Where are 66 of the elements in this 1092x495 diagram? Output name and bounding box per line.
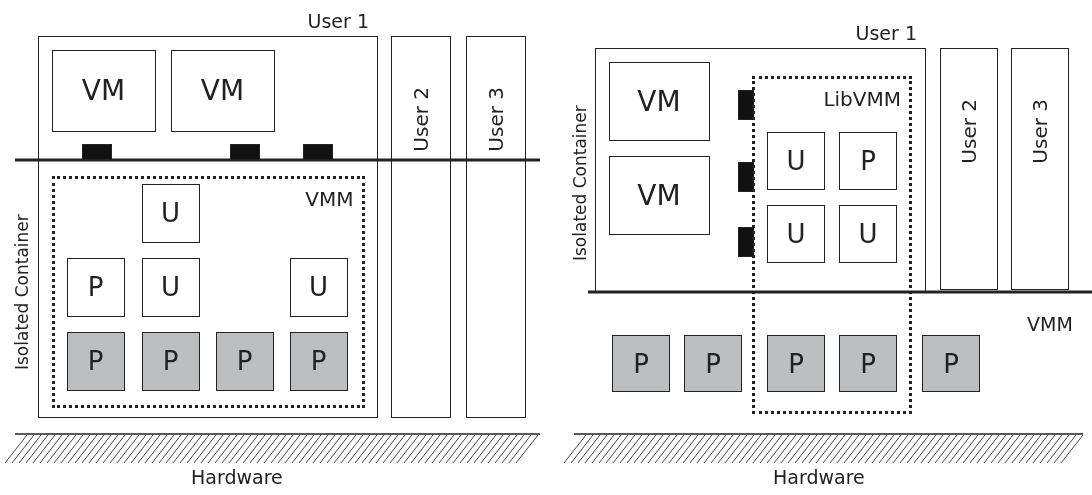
- port-bar: [229, 143, 260, 160]
- process-box: [289, 331, 348, 391]
- vm-label: VM: [81, 74, 126, 107]
- process-box: [141, 183, 200, 243]
- process-box: [767, 335, 825, 392]
- unit-label: P: [788, 348, 804, 379]
- vm-box: [608, 61, 710, 141]
- box-heading: User 1: [855, 22, 917, 44]
- box-heading: User 1: [307, 10, 369, 32]
- vm-label: VM: [637, 84, 681, 118]
- ground-label: Hardware: [191, 466, 283, 488]
- user-label: User 2: [957, 99, 981, 164]
- unit-label: U: [309, 272, 328, 302]
- user-label: User 3: [484, 87, 508, 152]
- process-box: [289, 257, 348, 317]
- process-box: [922, 335, 980, 392]
- port-bar: [737, 89, 754, 120]
- layer-label: VMM: [1027, 313, 1073, 335]
- vm-box: [608, 155, 710, 235]
- process-box: [839, 335, 897, 392]
- unit-label: U: [786, 219, 806, 249]
- region-label: LibVMM: [823, 87, 901, 111]
- process-box: [141, 331, 200, 391]
- user-column: [1011, 48, 1069, 290]
- unit-label: P: [633, 348, 649, 379]
- port-bar: [302, 143, 333, 160]
- unit-label: P: [860, 348, 876, 379]
- process-box: [684, 335, 742, 392]
- port-bar: [737, 161, 754, 192]
- port-bar: [737, 226, 754, 257]
- vm-box: [51, 49, 156, 132]
- unit-label: U: [858, 219, 878, 249]
- unit-label: U: [786, 146, 806, 176]
- unit-label: P: [943, 348, 959, 379]
- port-bar: [81, 143, 112, 160]
- process-box: [66, 257, 125, 317]
- process-box: [141, 257, 200, 317]
- process-box: [767, 205, 825, 263]
- user-column: [466, 36, 526, 418]
- unit-label: P: [236, 346, 253, 376]
- process-box: [839, 205, 897, 263]
- unit-label: U: [161, 198, 180, 228]
- unit-label: U: [161, 272, 180, 302]
- unit-label: P: [310, 346, 327, 376]
- unit-label: P: [87, 346, 104, 376]
- unit-label: P: [162, 346, 179, 376]
- user-column: [391, 36, 451, 418]
- dotted-region: [51, 175, 365, 408]
- user-column: [940, 48, 998, 290]
- side-label: Isolated Container: [570, 104, 590, 263]
- unit-label: P: [860, 146, 876, 176]
- side-label: Isolated Container: [12, 213, 32, 373]
- process-box: [767, 132, 825, 190]
- unit-label: P: [705, 348, 721, 379]
- process-box: [215, 331, 274, 391]
- vm-box: [170, 49, 275, 132]
- vm-label: VM: [637, 178, 681, 212]
- vm-label: VM: [200, 74, 245, 107]
- user-label: User 3: [1028, 99, 1052, 164]
- ground-label: Hardware: [773, 466, 865, 488]
- region-label: VMM: [305, 186, 354, 211]
- process-box: [839, 132, 897, 190]
- process-box: [66, 331, 125, 391]
- unit-label: P: [87, 272, 104, 302]
- process-box: [612, 335, 670, 392]
- user-label: User 2: [409, 87, 433, 152]
